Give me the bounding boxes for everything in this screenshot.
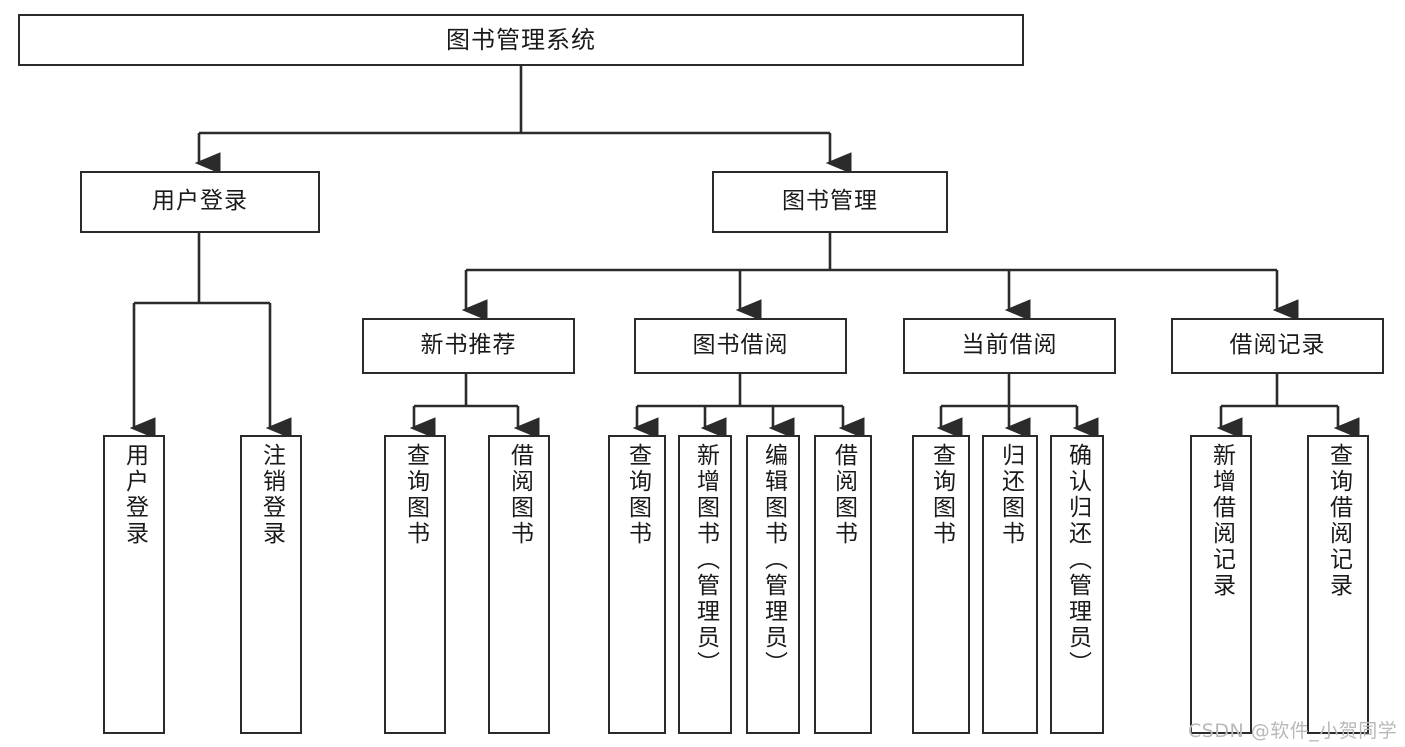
node-book-management[interactable]: 图书管理 (712, 171, 948, 233)
node-label: 查询图书 (624, 443, 651, 547)
watermark-text: CSDN @软件_小贺同学 (1188, 720, 1398, 742)
node-label: 注销登录 (258, 443, 285, 547)
node-label: 归还图书 (997, 443, 1024, 547)
node-user-login[interactable]: 用户登录 (80, 171, 320, 233)
node-label: 图书管理系统 (446, 25, 596, 54)
leaf-new-book-query-book[interactable]: 查询图书 (384, 435, 446, 734)
node-label: 新增借阅记录 (1208, 443, 1235, 599)
node-current-borrow[interactable]: 当前借阅 (903, 318, 1116, 374)
node-label: 借阅图书 (830, 443, 857, 547)
leaf-user-login-login[interactable]: 用户登录 (103, 435, 165, 734)
leaf-book-borrow-query-book[interactable]: 查询图书 (608, 435, 666, 734)
node-new-book-recommend[interactable]: 新书推荐 (362, 318, 575, 374)
node-label: 当前借阅 (961, 332, 1058, 359)
node-label: 确认归还（管理员） (1064, 443, 1091, 677)
node-label: 查询图书 (402, 443, 429, 547)
leaf-borrow-record-add-record[interactable]: 新增借阅记录 (1190, 435, 1252, 734)
node-label: 借阅记录 (1229, 332, 1326, 359)
leaf-book-borrow-edit-book-admin[interactable]: 编辑图书（管理员） (746, 435, 800, 734)
node-label: 图书借阅 (692, 332, 789, 359)
leaf-current-borrow-confirm-return-admin[interactable]: 确认归还（管理员） (1050, 435, 1104, 734)
leaf-current-borrow-return-book[interactable]: 归还图书 (982, 435, 1038, 734)
node-label: 用户登录 (152, 188, 248, 215)
leaf-user-login-logout[interactable]: 注销登录 (240, 435, 302, 734)
leaf-borrow-record-query-record[interactable]: 查询借阅记录 (1307, 435, 1369, 734)
leaf-current-borrow-query-book[interactable]: 查询图书 (912, 435, 970, 734)
leaf-book-borrow-borrow-book[interactable]: 借阅图书 (814, 435, 872, 734)
node-label: 图书管理 (782, 188, 878, 215)
node-label: 新增图书（管理员） (692, 443, 719, 677)
node-label: 查询图书 (928, 443, 955, 547)
node-label: 新书推荐 (420, 332, 517, 359)
leaf-book-borrow-add-book-admin[interactable]: 新增图书（管理员） (678, 435, 732, 734)
node-label: 编辑图书（管理员） (760, 443, 787, 677)
node-root-book-management-system[interactable]: 图书管理系统 (18, 14, 1024, 66)
leaf-new-book-borrow-book[interactable]: 借阅图书 (488, 435, 550, 734)
node-borrow-record[interactable]: 借阅记录 (1171, 318, 1384, 374)
node-label: 用户登录 (121, 443, 148, 547)
node-label: 查询借阅记录 (1325, 443, 1352, 599)
node-book-borrow[interactable]: 图书借阅 (634, 318, 847, 374)
node-label: 借阅图书 (506, 443, 533, 547)
